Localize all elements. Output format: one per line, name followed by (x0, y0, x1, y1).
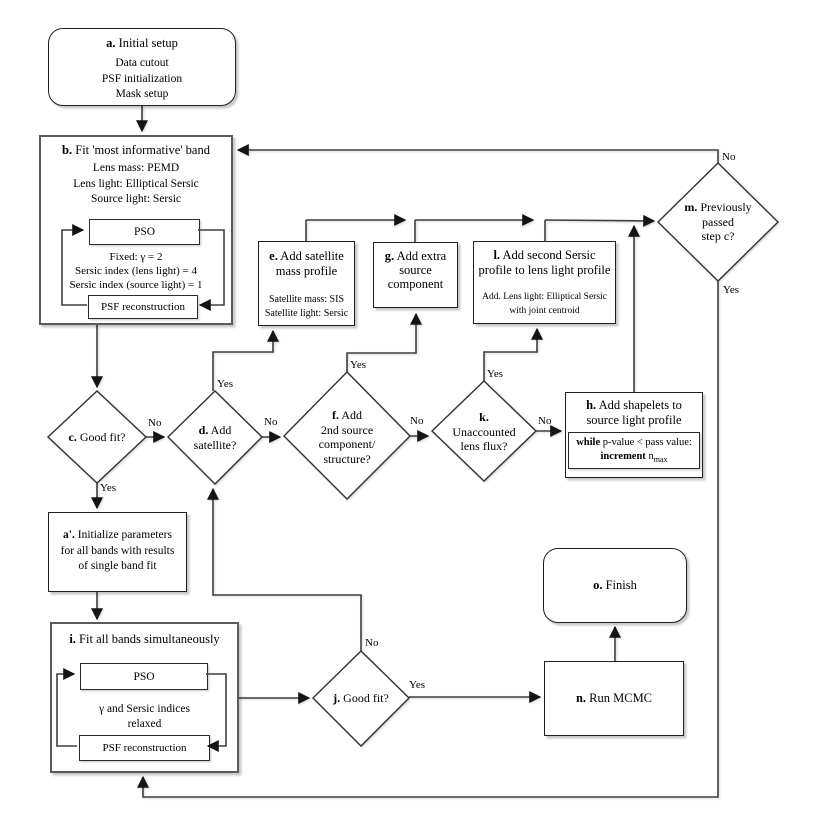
edge-m-b-no (236, 144, 719, 163)
node-b-psf-box: PSF reconstruction (88, 295, 198, 319)
edge-label-j-yes: Yes (409, 679, 426, 691)
node-b-title: b. Fit 'most informative' band (62, 143, 210, 157)
node-i-mid: γ and Sersic indices relaxed (99, 703, 190, 730)
node-a-title: a. Initial setup (106, 36, 178, 50)
node-i-pso-box: PSO (80, 663, 208, 690)
edge-top-3 (544, 214, 656, 227)
node-e-body: Satellite mass: SIS Satellite light: Ser… (264, 294, 349, 319)
edge-label-f-no: No (410, 415, 424, 427)
node-a-body: Data cutout PSF initialization Mask setu… (101, 57, 183, 100)
node-b-fixed-params: Fixed: γ = 2 Sersic index (lens light) =… (69, 251, 203, 291)
node-h-while-box: while p-value < pass value: increment nm… (568, 432, 700, 469)
node-n-title: n. Run MCMC (575, 691, 653, 705)
edge-label-m-yes: Yes (723, 284, 740, 296)
node-l-body: Add. Lens light: Elliptical Sersic with … (482, 292, 607, 316)
diamond-c-good-fit: c. Good fit? (68, 430, 126, 444)
diamond-j-good-fit: j. Good fit? (333, 691, 389, 705)
node-run-mcmc: n. Run MCMC (544, 661, 684, 736)
node-b-pso-box: PSO (89, 219, 200, 245)
node-fit-most-informative-band: b. Fit 'most informative' band Lens mass… (39, 135, 233, 325)
node-a2-text: a'. Initialize parameters for all bands … (60, 529, 175, 572)
edge-label-d-yes: Yes (217, 378, 234, 390)
node-b-body: Lens mass: PEMD Lens light: Elliptical S… (73, 162, 199, 205)
edge-label-f-yes: Yes (350, 359, 367, 371)
edge-label-c-yes: Yes (100, 482, 117, 494)
edge-label-c-no: No (148, 417, 162, 429)
edge-label-m-no: No (722, 151, 736, 163)
node-i-title: i. Fit all bands simultaneously (69, 632, 220, 646)
node-i-psf-box: PSF reconstruction (79, 735, 210, 761)
node-add-extra-source-component: g. Add extra source component (373, 242, 458, 308)
node-finish: o. Finish (543, 548, 687, 623)
edge-label-k-no: No (538, 415, 552, 427)
edge-label-j-no: No (365, 637, 379, 649)
edge-label-d-no: No (264, 416, 278, 428)
node-o-title: o. Finish (593, 578, 637, 592)
edge-label-k-yes: Yes (487, 368, 504, 380)
node-initial-setup: a. Initial setup Data cutout PSF initial… (48, 28, 236, 106)
node-g-title: g. Add extra source component (384, 249, 447, 291)
node-fit-all-bands: i. Fit all bands simultaneously PSO γ an… (50, 622, 239, 773)
node-initialize-parameters: a'. Initialize parameters for all bands … (48, 512, 187, 592)
